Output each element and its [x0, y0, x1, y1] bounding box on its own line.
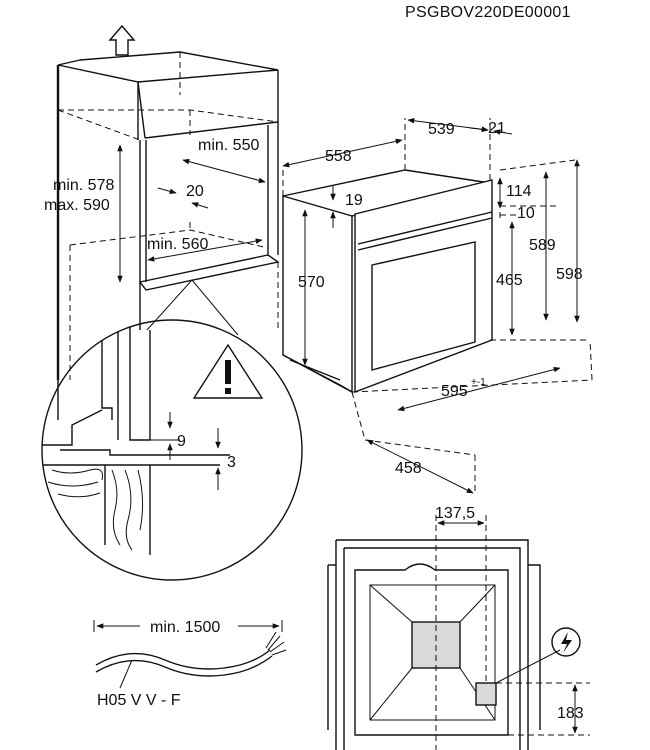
cabinet-height-dimension: min. 578 max. 590 — [44, 144, 123, 283]
warning-triangle-icon — [192, 343, 264, 399]
socket-height-dimension: 183 — [557, 684, 584, 734]
cabinet-width-dimension: min. 560 — [147, 236, 263, 262]
oven-front-depth-label: 21 — [488, 120, 506, 137]
detail-gap-top-label: 9 — [177, 433, 186, 450]
oven-cable-depth-dimension: 458 — [366, 439, 474, 494]
oven-top-offset-dimension: 19 — [330, 185, 363, 228]
oven-front-gap-dimension: 10 — [499, 205, 535, 222]
oven-width-label: 595 — [441, 383, 468, 400]
detail-callout: 9 3 — [41, 279, 303, 581]
cable-drawing — [93, 620, 287, 689]
oven-drawing — [282, 118, 593, 495]
socket-offset-label: 137,5 — [435, 505, 475, 522]
oven-depth-total-dimension: 558 — [282, 138, 403, 168]
oven-front-depth-dimension: 21 — [469, 120, 513, 137]
oven-height-body-dimension: 589 — [529, 171, 556, 321]
oven-front-gap-label: 10 — [517, 205, 535, 222]
oven-depth-total-label: 558 — [325, 148, 352, 165]
oven-height-body-label: 589 — [529, 237, 556, 254]
oven-rear-view — [327, 515, 590, 750]
oven-body-height-label: 570 — [298, 274, 325, 291]
oven-cable-depth-label: 458 — [395, 460, 422, 477]
oven-front-top-dimension: 114 — [497, 177, 532, 209]
cabinet-gap-dimension: 20 — [157, 183, 209, 209]
cabinet-drawing — [56, 51, 280, 420]
socket-height-label: 183 — [557, 705, 584, 722]
cable-type-label: H05 V V - F — [97, 692, 181, 709]
oven-front-top-label: 114 — [506, 183, 532, 200]
cable-length-label: min. 1500 — [150, 619, 220, 636]
oven-height-total-dimension: 598 — [556, 159, 583, 323]
cabinet-height-max-label: max. 590 — [44, 197, 110, 214]
reference-code: PSGBOV220DE00001 — [405, 4, 571, 21]
oven-width-dimension: 595 +-1 — [397, 366, 561, 412]
cabinet-depth-dimension: min. 550 — [182, 137, 266, 184]
cabinet-width-label: min. 560 — [147, 236, 208, 253]
detail-gap-bottom-label: 3 — [227, 454, 236, 471]
oven-body-height-dimension: 570 — [298, 209, 325, 366]
cabinet-depth-label: min. 550 — [198, 137, 259, 154]
electrical-connection-icon — [495, 627, 581, 684]
cabinet-height-min-label: min. 578 — [53, 177, 114, 194]
oven-lower-height-dimension: 465 — [496, 221, 523, 336]
oven-lower-height-label: 465 — [496, 272, 523, 289]
oven-top-offset-label: 19 — [345, 192, 363, 209]
oven-height-total-label: 598 — [556, 266, 583, 283]
oven-depth-body-label: 539 — [428, 121, 455, 138]
socket-offset-dimension: 137,5 — [435, 505, 485, 526]
up-arrow-icon — [108, 24, 136, 56]
cabinet-gap-label: 20 — [186, 183, 204, 200]
oven-width-tolerance-label: +-1 — [471, 377, 486, 388]
